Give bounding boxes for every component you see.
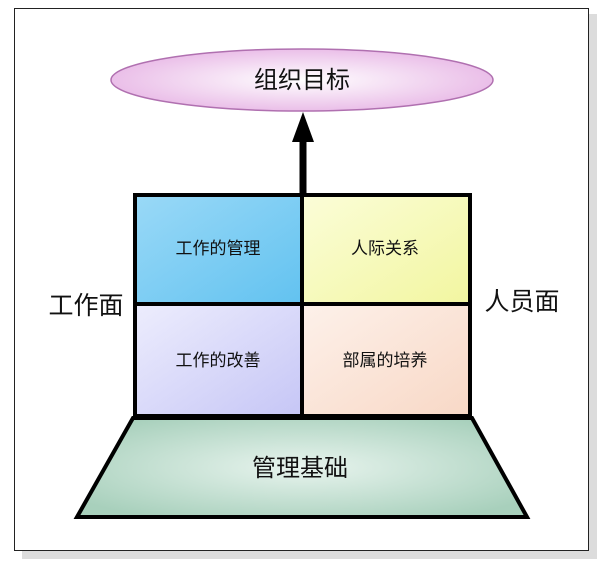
quadrant-bottom-left <box>135 304 302 416</box>
quadrant-label-bottom-left: 工作的改善 <box>175 351 261 371</box>
base-trapezoid <box>73 416 531 519</box>
quadrant-label-top-right: 人际关系 <box>351 239 419 259</box>
base-label: 管理基础 <box>252 454 348 482</box>
side-label-right: 人员面 <box>484 287 560 316</box>
up-arrow-icon <box>292 112 314 196</box>
goal-label: 组织目标 <box>254 66 350 94</box>
quadrant-top-right <box>302 195 470 304</box>
goal-ellipse <box>110 48 494 112</box>
side-label-left: 工作面 <box>48 291 124 320</box>
quadrant-bottom-right <box>302 304 470 416</box>
quadrant-top-left <box>135 195 302 304</box>
quadrant-label-bottom-right: 部属的培养 <box>342 351 428 371</box>
quadrant-label-top-left: 工作的管理 <box>175 239 261 259</box>
